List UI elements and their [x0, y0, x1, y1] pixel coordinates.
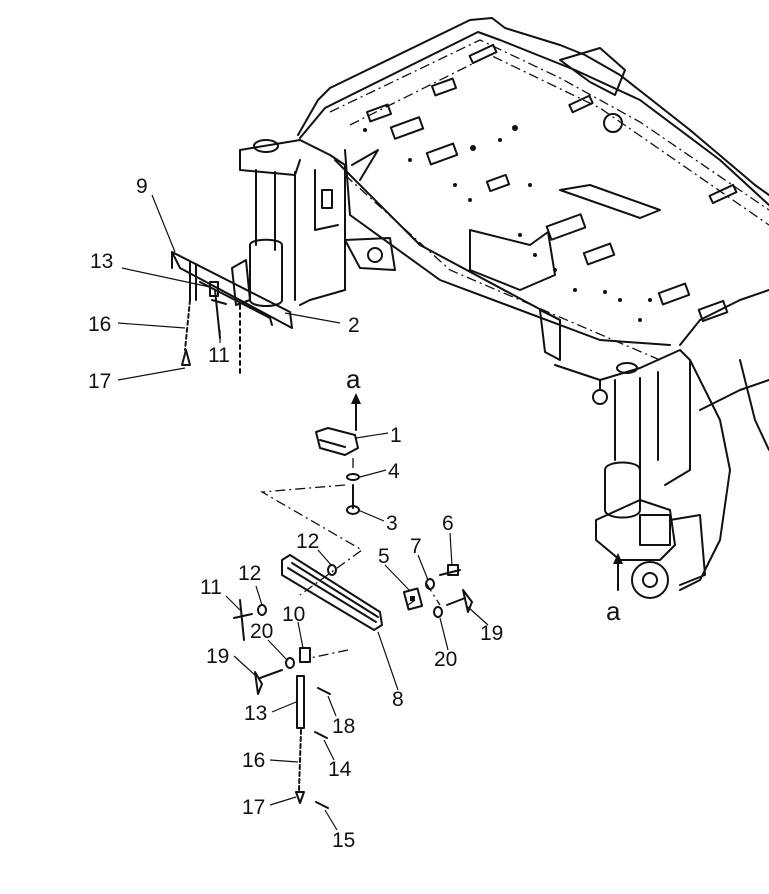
callout-17-lower: 17	[242, 796, 265, 819]
callout-15: 15	[332, 829, 355, 852]
callout-2: 2	[348, 314, 360, 337]
callout-labels: 9 13 16 11 17 2 1 4 3 12 5 7 6 12 11 10 …	[88, 175, 621, 852]
callout-17: 17	[88, 370, 111, 393]
callout-14: 14	[328, 758, 352, 781]
callout-13-lower: 13	[244, 702, 267, 725]
callout-16-lower: 16	[242, 749, 265, 772]
callout-8: 8	[392, 688, 404, 711]
callout-20-right: 20	[434, 648, 457, 671]
callout-19-left: 19	[206, 645, 229, 668]
callout-13: 13	[90, 250, 113, 273]
callout-4: 4	[388, 460, 400, 483]
callout-10: 10	[282, 603, 305, 626]
leader-lines	[117, 194, 489, 831]
reference-arrows	[351, 393, 623, 591]
callout-12-lower: 12	[238, 562, 261, 585]
callout-16: 16	[88, 313, 111, 336]
reference-a-detail: a	[346, 364, 361, 394]
callout-11-lower: 11	[200, 576, 222, 599]
callout-9: 9	[136, 175, 148, 198]
callout-3: 3	[386, 512, 398, 535]
callout-7: 7	[410, 535, 422, 558]
callout-11: 11	[208, 344, 230, 367]
reference-a-machine: a	[606, 596, 621, 626]
callout-20-left: 20	[250, 620, 273, 643]
callout-19-right: 19	[480, 622, 503, 645]
machine-frame	[297, 17, 769, 591]
callout-5: 5	[378, 545, 390, 568]
right-lift-column	[592, 349, 706, 599]
callout-18: 18	[332, 715, 355, 738]
callout-6: 6	[442, 512, 454, 535]
exploded-parts	[233, 427, 473, 809]
callout-1: 1	[390, 424, 402, 447]
callout-12-upper: 12	[296, 530, 319, 553]
left-lift-column	[231, 139, 396, 307]
installed-indicator-assembly	[171, 251, 293, 376]
